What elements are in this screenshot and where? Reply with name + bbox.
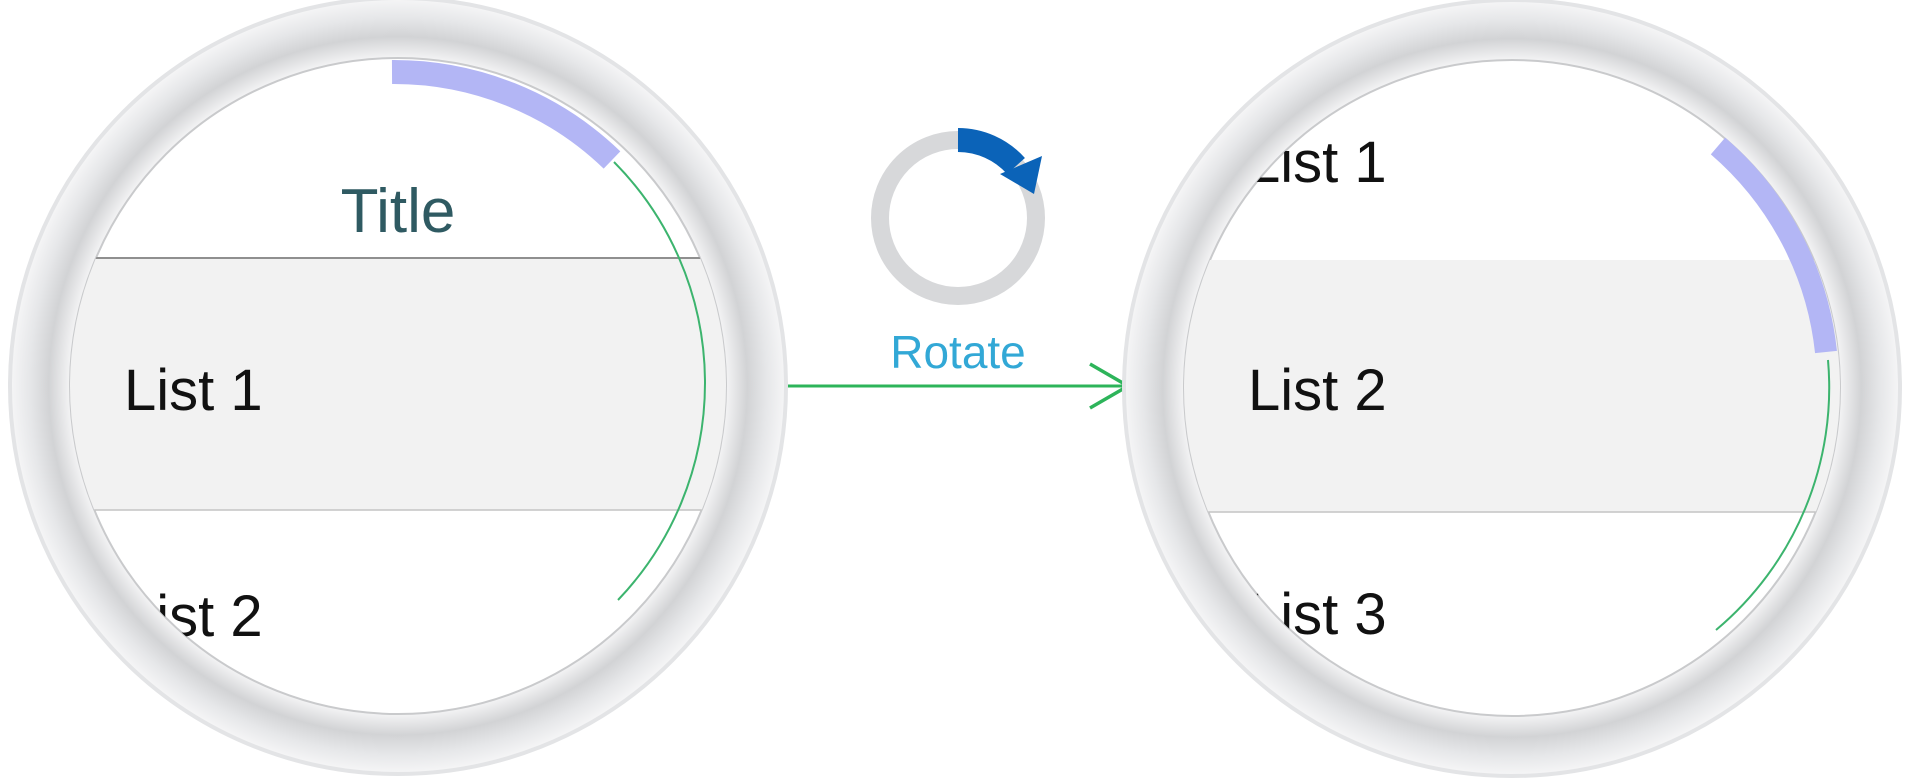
watch-before: Title List 1 List 2: [8, 0, 788, 776]
rotate-clockwise-icon: [871, 128, 1045, 305]
highlighted-row[interactable]: [60, 258, 740, 510]
scroll-indicator: [391, 59, 621, 169]
rotate-label: Rotate: [890, 326, 1026, 378]
highlighted-row[interactable]: [1170, 260, 1860, 512]
list-item[interactable]: List 1: [124, 358, 263, 423]
watch-after: List 1 List 2 List 3: [1122, 0, 1902, 778]
list-item[interactable]: List 2: [1248, 358, 1387, 423]
scroll-track: [1715, 359, 1831, 631]
screen-title: Title: [341, 177, 456, 246]
scroll-indicator: [1710, 137, 1837, 354]
rotate-transition: Rotate: [788, 128, 1132, 410]
scroll-track: [613, 161, 706, 601]
